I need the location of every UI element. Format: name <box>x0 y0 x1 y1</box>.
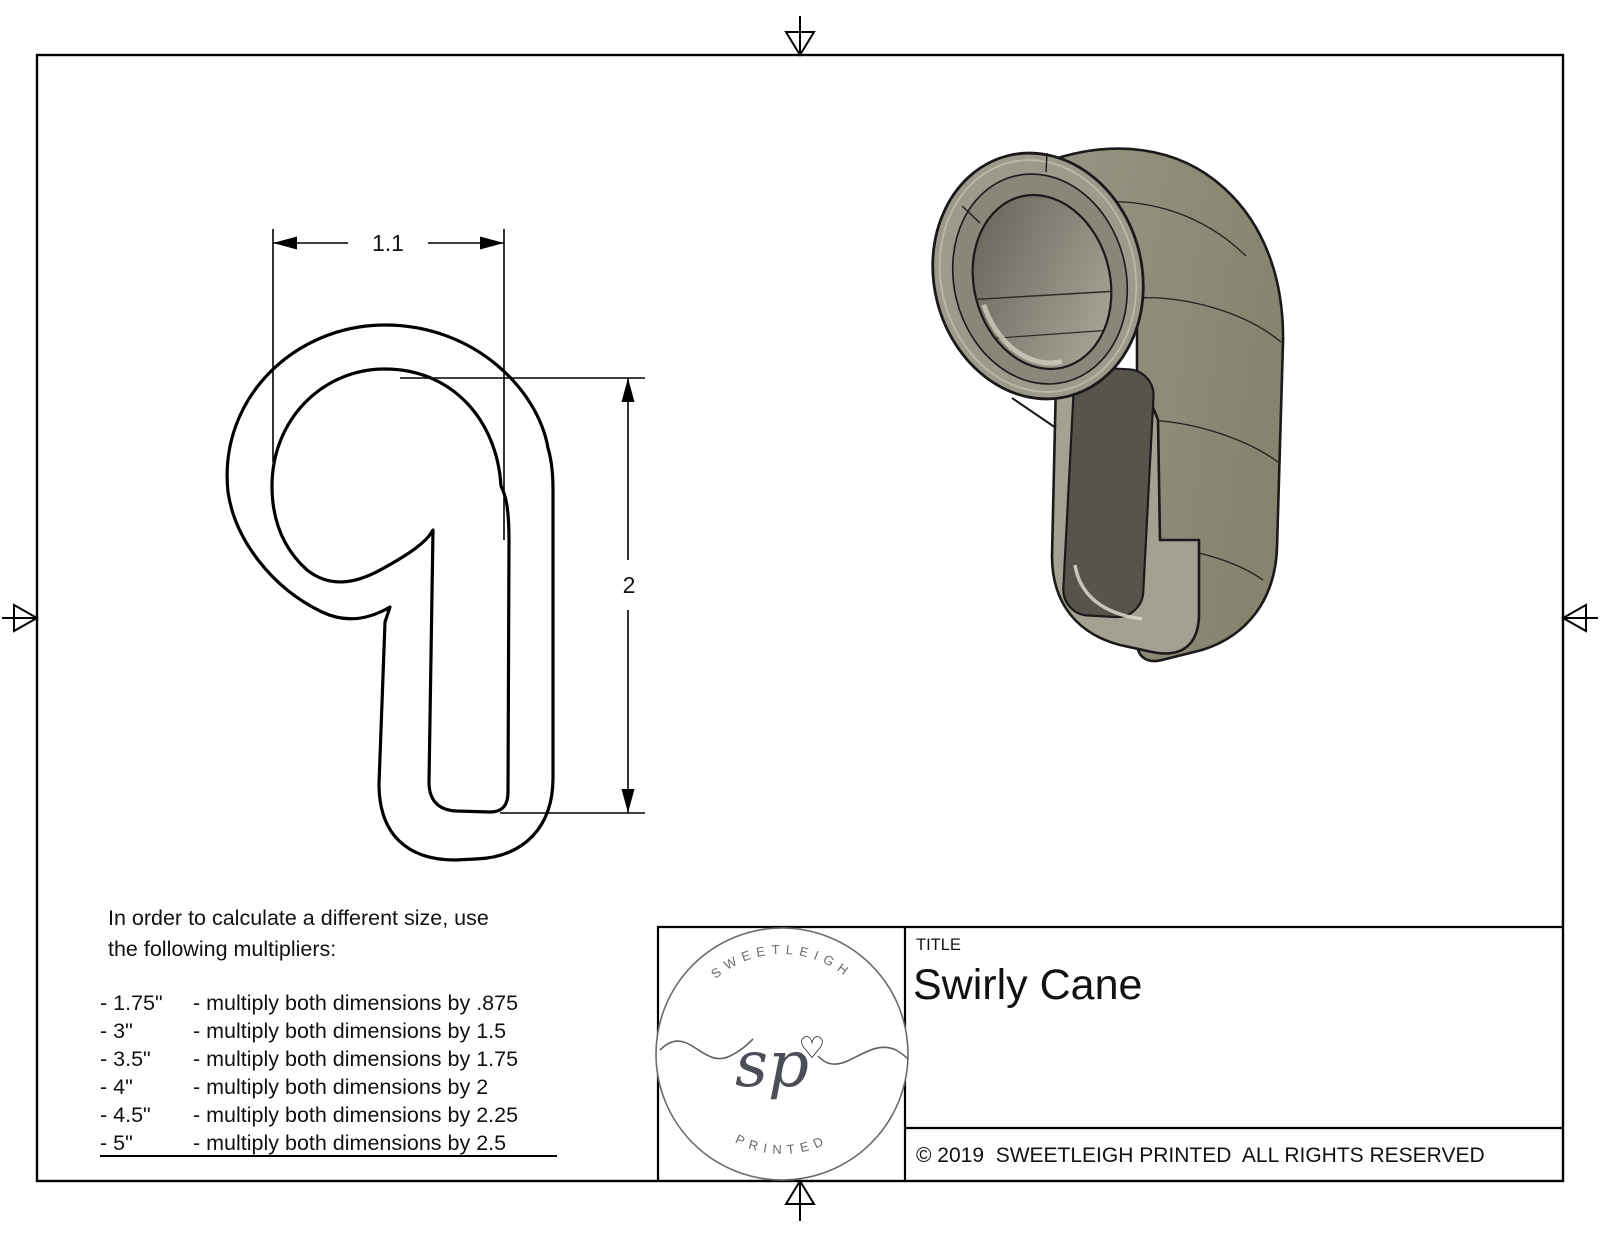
center-mark-bottom-icon <box>784 1179 816 1221</box>
multiplier-text: - multiply both dimensions by 1.75 <box>193 1047 518 1071</box>
multiplier-text: - multiply both dimensions by 2.5 <box>193 1131 506 1155</box>
arrowhead-right-icon <box>480 236 504 250</box>
center-mark-left-icon <box>2 603 40 633</box>
multiplier-size: - 4.5" <box>100 1103 151 1127</box>
notes-block: In order to calculate a different size, … <box>100 906 557 1157</box>
multiplier-row: - 3.5" - multiply both dimensions by 1.7… <box>100 1047 518 1071</box>
logo-monogram: sp <box>735 1028 809 1102</box>
arrowhead-up-icon <box>621 378 635 402</box>
multiplier-text: - multiply both dimensions by 1.5 <box>193 1019 506 1043</box>
multiplier-size: - 3" <box>100 1019 133 1043</box>
drawing-2d: 1.1 2 <box>225 229 645 862</box>
hole-inner-wall-highlight <box>981 303 1063 366</box>
multiplier-row: - 3" - multiply both dimensions by 1.5 <box>100 1019 506 1043</box>
title-block: SWEETLEIGH PRINTED sp ♡ TITLE Swirly Can… <box>655 925 1563 1181</box>
logo-flourish-icon <box>659 1038 909 1065</box>
page-title: Swirly Cane <box>913 961 1142 1009</box>
cutter-inner-outline <box>270 367 511 814</box>
flange-highlight <box>938 159 1138 393</box>
multiplier-text: - multiply both dimensions by 2.25 <box>193 1103 518 1127</box>
height-dim-label: 2 <box>623 572 636 598</box>
flange-seam-ticks <box>961 152 1048 224</box>
cutter-3d-junction-line <box>1011 397 1057 429</box>
title-label: TITLE <box>916 936 961 954</box>
brand-logo: SWEETLEIGH PRINTED sp ♡ <box>655 927 909 1181</box>
notes-intro-line1: In order to calculate a different size, … <box>108 906 489 930</box>
multiplier-size: - 3.5" <box>100 1047 151 1071</box>
dimension-height: 2 <box>400 377 645 814</box>
center-mark-right-icon <box>1560 603 1598 633</box>
multiplier-size: - 4" <box>100 1075 133 1099</box>
title-block-border <box>656 925 1563 1181</box>
multiplier-size: - 5" <box>100 1131 133 1155</box>
multiplier-text: - multiply both dimensions by .875 <box>193 991 518 1015</box>
multiplier-row: - 4.5" - multiply both dimensions by 2.2… <box>100 1103 518 1127</box>
multiplier-size: - 1.75" <box>100 991 163 1015</box>
cutter-3d-stem-interior <box>1062 366 1155 619</box>
render-3d <box>931 147 1285 663</box>
width-dim-label: 1.1 <box>372 230 404 256</box>
logo-circle <box>655 927 909 1181</box>
multiplier-row: - 5" - multiply both dimensions by 2.5 <box>100 1131 506 1155</box>
multiplier-text: - multiply both dimensions by 2 <box>193 1075 488 1099</box>
dimension-width: 1.1 <box>272 229 505 540</box>
flange-hole <box>971 193 1113 371</box>
cutter-3d-stem-inner-highlight <box>1073 564 1143 621</box>
arrowhead-down-icon <box>621 789 635 813</box>
heart-icon: ♡ <box>799 1032 826 1065</box>
notes-intro-line2: the following multipliers: <box>108 937 336 961</box>
copyright-text: © 2019 SWEETLEIGH PRINTED ALL RIGHTS RES… <box>916 1144 1485 1167</box>
center-marks <box>2 16 1598 1221</box>
multiplier-row: - 1.75" - multiply both dimensions by .8… <box>100 991 518 1015</box>
arrowhead-left-icon <box>273 236 297 250</box>
cutter-3d-flange <box>931 151 1145 401</box>
multiplier-row: - 4" - multiply both dimensions by 2 <box>100 1075 488 1099</box>
center-mark-top-icon <box>784 16 816 57</box>
